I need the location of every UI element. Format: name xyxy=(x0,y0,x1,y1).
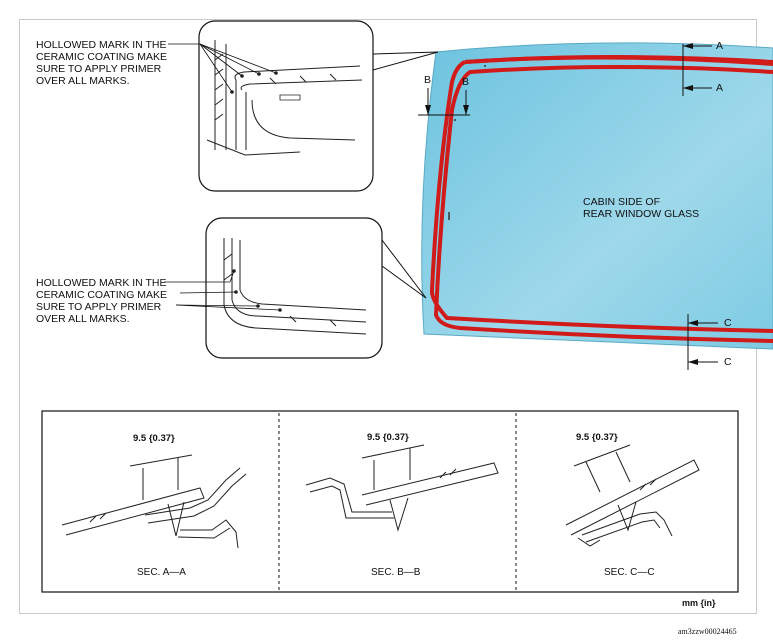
section-b-drawing xyxy=(305,444,499,532)
section-b-title: SEC. B—B xyxy=(371,567,421,578)
glass-label: CABIN SIDE OF REAR WINDOW GLASS xyxy=(583,196,700,220)
section-marker-c-bottom: C xyxy=(724,356,732,368)
units-label: mm {in} xyxy=(682,598,716,608)
section-a-title: SEC. A—A xyxy=(137,567,186,578)
section-a-drawing xyxy=(61,454,247,549)
section-b-dimension: 9.5 {0.37} xyxy=(367,432,409,443)
detail-bubble-top xyxy=(198,20,374,192)
section-marker-a-top: A xyxy=(716,40,724,52)
rear-window-glass xyxy=(421,42,773,350)
section-c-dimension: 9.5 {0.37} xyxy=(576,432,618,443)
section-marker-a-bottom: A xyxy=(716,82,724,94)
section-marker-b-left: B xyxy=(424,74,432,86)
section-c-drawing xyxy=(565,444,700,547)
callout-top-text: HOLLOWED MARK IN THE CERAMIC COATING MAK… xyxy=(36,39,168,87)
reference-code: am3zzw00024465 xyxy=(678,627,737,636)
section-c-title: SEC. C—C xyxy=(604,567,655,578)
detail-bubble-bottom xyxy=(205,217,383,359)
section-a-dimension: 9.5 {0.37} xyxy=(133,433,175,444)
callout-bottom-text: HOLLOWED MARK IN THE CERAMIC COATING MAK… xyxy=(36,277,168,325)
section-marker-c-top: C xyxy=(724,317,732,329)
section-marker-b-right: B xyxy=(462,76,470,88)
